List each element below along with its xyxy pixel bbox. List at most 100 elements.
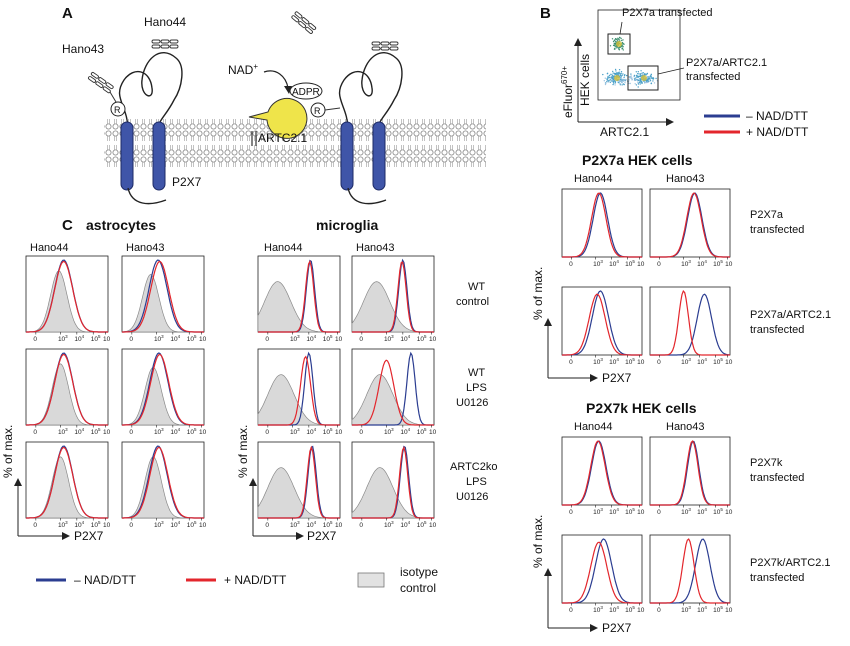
event-dot xyxy=(618,47,620,50)
event-dot xyxy=(609,45,612,47)
dot-plot-ylabel-2: HEK cells xyxy=(578,54,592,106)
event-dot xyxy=(618,69,621,71)
tick-label: 0 xyxy=(33,336,37,343)
row-k2-line2: transfected xyxy=(750,572,804,584)
tick-label: 10 xyxy=(637,607,645,614)
event-dot xyxy=(619,72,621,75)
event-dot xyxy=(612,70,614,73)
tick-label: 104 xyxy=(306,334,316,343)
event-dot xyxy=(629,82,631,85)
legend-b-pos: + NAD/DTT xyxy=(746,125,809,139)
tick-label: 104 xyxy=(697,259,707,268)
c-micro-ylabel: % of max. xyxy=(236,425,250,478)
tick-label: 104 xyxy=(609,357,619,366)
tick-label: 10 xyxy=(429,522,437,529)
event-dot xyxy=(612,44,615,47)
legend-iso-2: control xyxy=(400,581,436,595)
tick-label: 105 xyxy=(713,507,723,516)
reaction-arrow xyxy=(263,70,289,89)
event-dot xyxy=(613,39,616,42)
tick-label: 0 xyxy=(33,522,37,529)
nad-curve xyxy=(562,192,642,258)
c-row3-line2: LPS xyxy=(466,476,487,488)
event-dot xyxy=(648,77,650,80)
event-dot xyxy=(628,79,630,81)
b-top-xlabel: P2X7 xyxy=(602,371,632,385)
event-dot xyxy=(624,82,626,84)
row-a1-line1: P2X7a xyxy=(750,209,784,221)
event-dot xyxy=(611,74,614,76)
tick-label: 104 xyxy=(609,259,619,268)
row-a2-line2: transfected xyxy=(750,324,804,336)
tick-label: 103 xyxy=(290,334,300,343)
event-dot xyxy=(622,73,624,75)
event-dot xyxy=(612,76,614,78)
tick-label: 103 xyxy=(384,334,394,343)
tick-label: 103 xyxy=(154,520,164,529)
event-dot xyxy=(606,79,609,81)
event-dot xyxy=(622,78,624,81)
tick-label: 103 xyxy=(593,605,603,614)
event-dot xyxy=(621,80,624,82)
event-dot xyxy=(608,74,611,77)
tick-label: 0 xyxy=(569,607,573,614)
adpr-group xyxy=(289,82,323,100)
event-dot xyxy=(646,81,648,84)
event-dot xyxy=(635,76,638,78)
tick-label: 104 xyxy=(170,520,180,529)
tick-label: 104 xyxy=(306,427,316,436)
tick-label: 103 xyxy=(154,427,164,436)
event-dot xyxy=(628,77,631,79)
event-dot xyxy=(649,78,651,81)
gate-p2x7a-artc2-label-2: transfected xyxy=(686,71,740,83)
event-dot xyxy=(633,76,635,78)
row-a2-line1: P2X7a/ARTC2.1 xyxy=(750,309,831,321)
tick-label: 0 xyxy=(33,429,37,436)
nad-curve xyxy=(352,446,434,519)
dense-cluster-dot xyxy=(641,75,647,81)
nad-curve xyxy=(258,355,340,426)
row-k1-line2: transfected xyxy=(750,472,804,484)
tick-label: 104 xyxy=(697,605,707,614)
event-dot xyxy=(605,82,607,85)
legend-c: – NAD/DTT + NAD/DTT isotype control xyxy=(36,565,438,595)
tick-label: 105 xyxy=(625,259,635,268)
tick-label: 104 xyxy=(609,605,619,614)
event-dot xyxy=(622,46,624,48)
c-astro-xlabel: P2X7 xyxy=(74,529,104,543)
event-dot xyxy=(604,77,606,79)
event-dot xyxy=(606,73,609,75)
dot-plot-frame xyxy=(597,9,681,101)
panel-c-letter: C xyxy=(62,217,73,234)
event-dot xyxy=(635,71,637,73)
event-dot xyxy=(603,80,605,82)
event-dot xyxy=(650,82,653,84)
event-dot xyxy=(615,40,617,43)
tick-label: 0 xyxy=(129,522,133,529)
nad-curve xyxy=(650,192,730,258)
c-row3-line1: ARTC2ko xyxy=(450,461,497,473)
event-dot xyxy=(637,73,639,75)
tick-label: 105 xyxy=(417,334,427,343)
event-dot xyxy=(613,48,616,50)
tick-label: 105 xyxy=(187,334,197,343)
event-dot xyxy=(635,84,638,86)
tick-label: 10 xyxy=(103,522,111,529)
tick-label: 103 xyxy=(681,357,691,366)
event-dot xyxy=(652,80,654,82)
event-dot xyxy=(639,83,641,85)
panel-b-letter: B xyxy=(540,5,551,22)
tick-label: 105 xyxy=(187,427,197,436)
tick-label: 0 xyxy=(359,522,363,529)
tick-label: 104 xyxy=(74,334,84,343)
event-dot xyxy=(652,77,654,79)
tick-label: 103 xyxy=(58,334,68,343)
tick-label: 104 xyxy=(400,334,410,343)
tick-label: 104 xyxy=(74,427,84,436)
row-k1-line1: P2X7k xyxy=(750,457,783,469)
tick-label: 0 xyxy=(265,429,269,436)
